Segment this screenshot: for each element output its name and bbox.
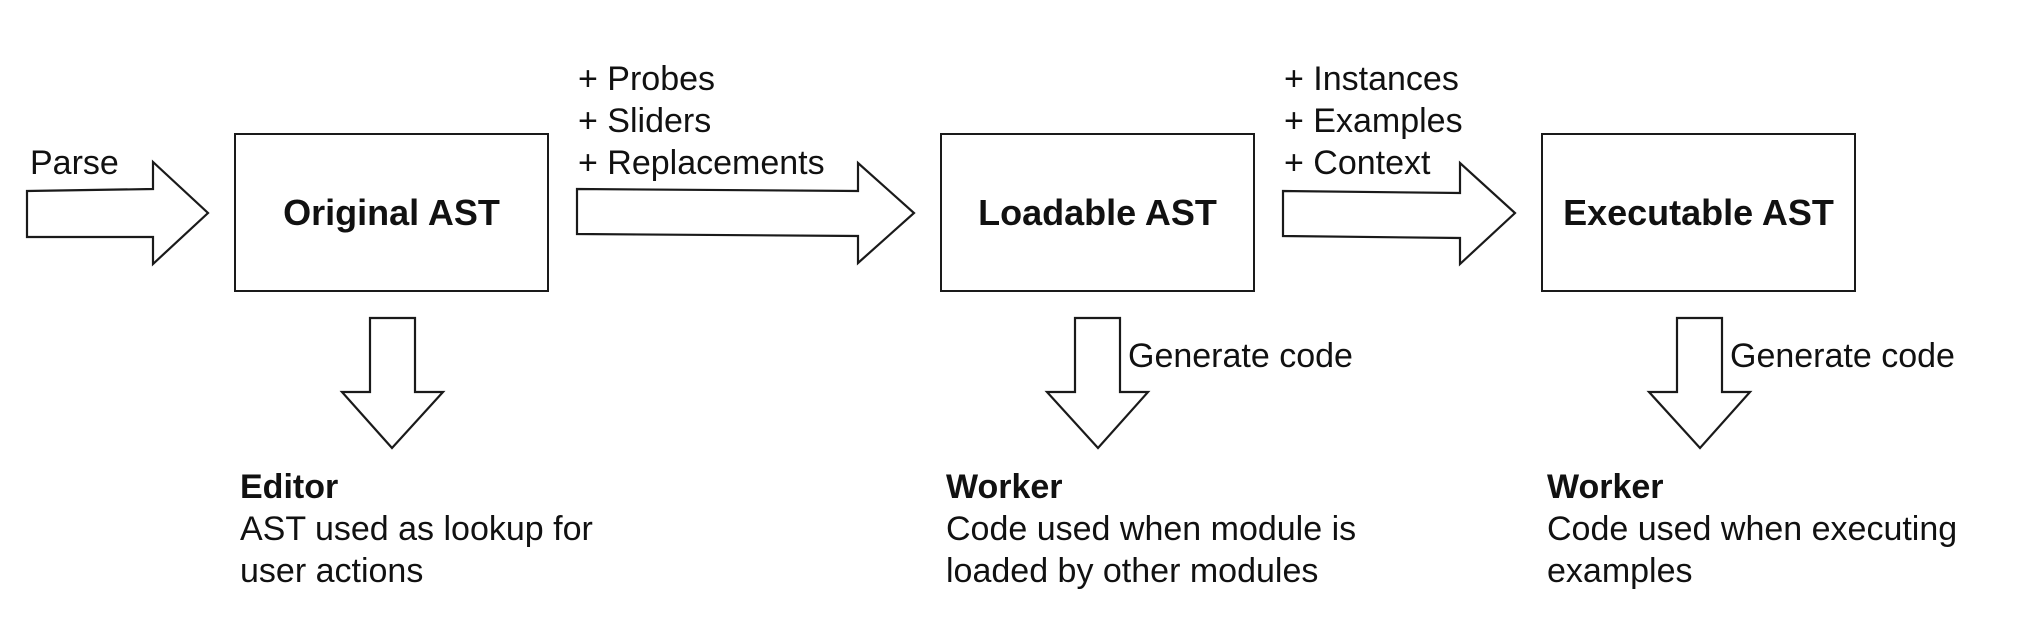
loadable-ast-label: Loadable AST — [978, 191, 1217, 233]
to-executable-annotations: + Instances + Examples + Context — [1284, 58, 1463, 184]
context-annotation: + Context — [1284, 144, 1431, 182]
probes-annotation: + Probes — [578, 60, 716, 98]
executable-worker-output: Worker Code used when executing examples — [1547, 466, 1957, 592]
parse-arrow — [25, 159, 210, 267]
executable-worker-title: Worker — [1547, 468, 1664, 506]
editor-title: Editor — [240, 468, 339, 506]
loadable-ast-box: Loadable AST — [940, 133, 1255, 292]
loadable-worker-output: Worker Code used when module is loaded b… — [946, 466, 1356, 592]
original-ast-box: Original AST — [234, 133, 549, 292]
editor-output: Editor AST used as lookup for user actio… — [240, 466, 593, 592]
executable-down-arrow — [1646, 316, 1753, 450]
replacements-annotation: + Replacements — [578, 144, 825, 182]
editor-down-arrow — [339, 316, 446, 450]
loadable-worker-desc-line-1: Code used when module is — [946, 510, 1357, 548]
executable-worker-desc-line-1: Code used when executing — [1547, 510, 1958, 548]
to-executable-arrow — [1281, 160, 1517, 267]
loadable-worker-desc-line-2: loaded by other modules — [946, 552, 1319, 590]
original-ast-label: Original AST — [283, 191, 500, 233]
generate-code-label-executable: Generate code — [1730, 337, 1955, 375]
parse-label: Parse — [30, 144, 119, 182]
executable-ast-box: Executable AST — [1541, 133, 1856, 292]
executable-ast-label: Executable AST — [1563, 191, 1834, 233]
to-loadable-arrow — [575, 160, 916, 266]
examples-annotation: + Examples — [1284, 102, 1463, 140]
sliders-annotation: + Sliders — [578, 102, 712, 140]
loadable-worker-title: Worker — [946, 468, 1063, 506]
generate-code-label-loadable: Generate code — [1128, 337, 1353, 375]
instances-annotation: + Instances — [1284, 60, 1459, 98]
editor-desc-line-1: AST used as lookup for — [240, 510, 593, 548]
editor-desc-line-2: user actions — [240, 552, 424, 590]
executable-worker-desc-line-2: examples — [1547, 552, 1693, 590]
loadable-down-arrow — [1044, 316, 1151, 450]
to-loadable-annotations: + Probes + Sliders + Replacements — [578, 58, 825, 184]
